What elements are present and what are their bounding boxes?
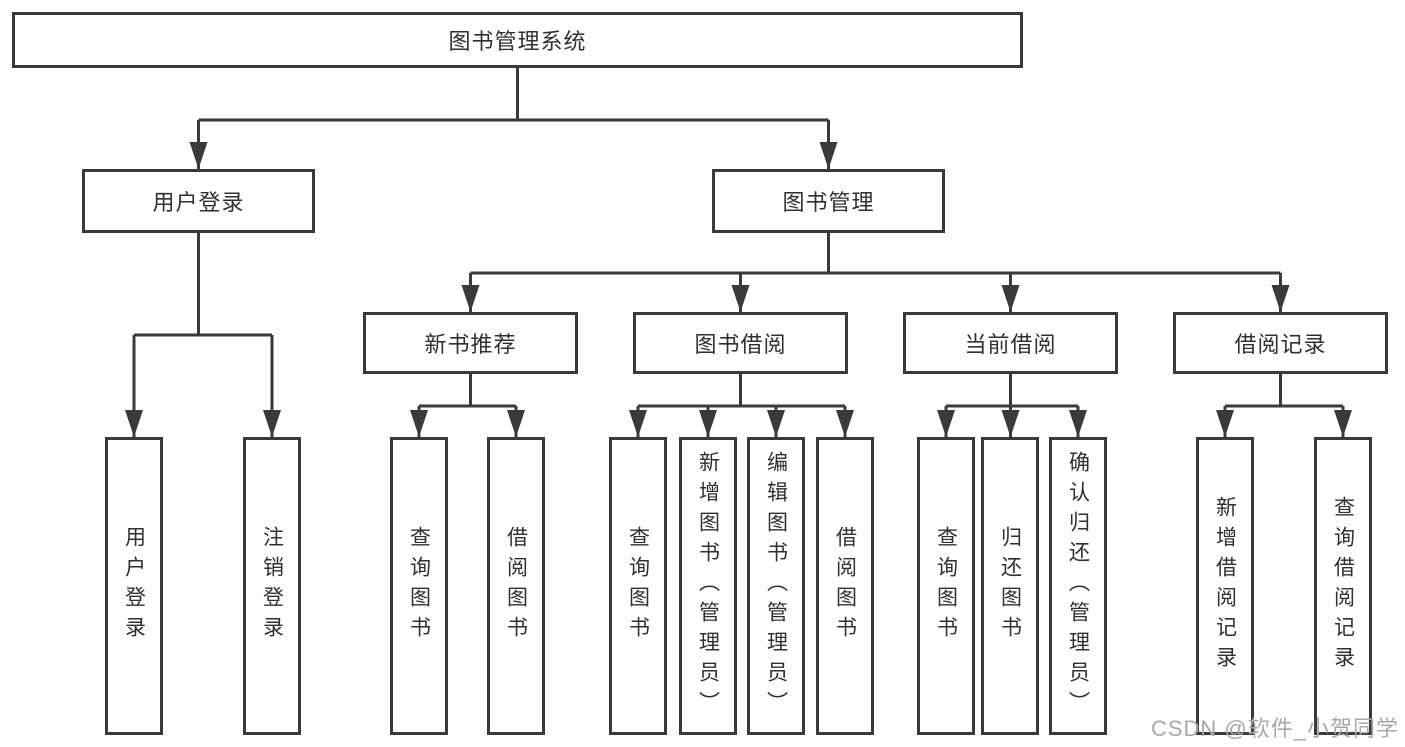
connector-borrow-split [638, 374, 845, 408]
connector-records-split [1225, 374, 1343, 408]
node-label: 图书管理 [782, 190, 875, 215]
node-edit-books-admin: 编辑图书（管理员） [747, 437, 805, 735]
node-label: 当前借阅 [964, 332, 1057, 357]
node-logout-action: 注销登录 [243, 437, 301, 735]
node-label: 借阅图书 [833, 526, 857, 646]
node-query-books-borrow: 查询图书 [609, 437, 667, 735]
node-label: 查询借阅记录 [1331, 496, 1355, 676]
node-query-borrow-record: 查询借阅记录 [1314, 437, 1372, 735]
node-book-management-module: 图书管理 [712, 169, 945, 233]
node-label: 查询图书 [407, 526, 431, 646]
node-user-login-module: 用户登录 [82, 169, 315, 233]
connector-root-split [198, 68, 829, 122]
connector-recommend-split [419, 374, 516, 408]
node-label: 编辑图书（管理员） [764, 451, 788, 721]
node-label: 图书借阅 [694, 332, 787, 357]
node-label: 查询图书 [934, 526, 958, 646]
node-confirm-return-admin: 确认归还（管理员） [1049, 437, 1107, 735]
node-label: 新增图书（管理员） [696, 451, 720, 721]
node-label: 用户登录 [122, 526, 146, 646]
node-borrow-books: 借阅图书 [816, 437, 874, 735]
node-query-books-recommend: 查询图书 [390, 437, 448, 735]
node-user-login-action: 用户登录 [105, 437, 163, 735]
node-current-borrow: 当前借阅 [903, 312, 1118, 374]
node-label: 借阅图书 [504, 526, 528, 646]
node-label: 查询图书 [626, 526, 650, 646]
node-label: 借阅记录 [1234, 332, 1327, 357]
node-label: 注销登录 [260, 526, 284, 646]
node-borrow-books-recommend: 借阅图书 [487, 437, 545, 735]
node-book-borrow: 图书借阅 [633, 312, 848, 374]
node-label: 确认归还（管理员） [1066, 451, 1090, 721]
node-label: 图书管理系统 [448, 29, 587, 54]
connector-mgmt-split [470, 233, 1281, 275]
node-book-management-system: 图书管理系统 [12, 12, 1023, 68]
csdn-watermark: CSDN @软件_小贺同学 [1150, 716, 1399, 741]
node-label: 用户登录 [152, 190, 245, 215]
connector-current-split [946, 374, 1078, 408]
node-add-books-admin: 新增图书（管理员） [679, 437, 737, 735]
connector-login-split [134, 233, 272, 337]
node-new-book-recommend: 新书推荐 [363, 312, 578, 374]
node-query-books-current: 查询图书 [917, 437, 975, 735]
node-label: 新增借阅记录 [1213, 496, 1237, 676]
node-add-borrow-record: 新增借阅记录 [1196, 437, 1254, 735]
node-borrow-records: 借阅记录 [1173, 312, 1388, 374]
node-label: 新书推荐 [424, 332, 517, 357]
node-label: 归还图书 [998, 526, 1022, 646]
node-return-books: 归还图书 [981, 437, 1039, 735]
